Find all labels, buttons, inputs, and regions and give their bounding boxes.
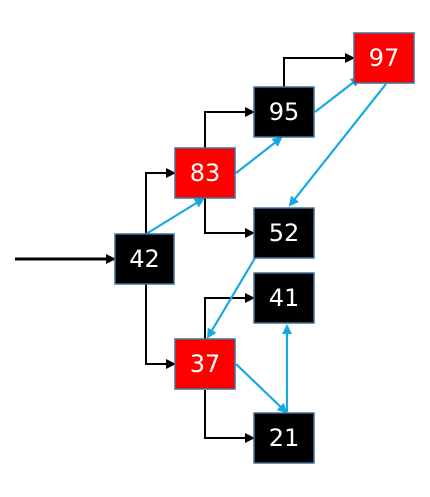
node-42: 42 [114, 233, 175, 285]
node-97-label: 97 [369, 44, 400, 72]
node-37-box [174, 338, 236, 390]
node-41-label: 41 [269, 284, 300, 312]
edge-37-41 [204, 293, 255, 340]
node-21-box [253, 412, 315, 464]
thread-42-83 [145, 197, 205, 235]
node-95: 95 [253, 86, 315, 138]
node-21: 21 [253, 412, 315, 464]
node-21-label: 21 [269, 424, 300, 452]
edge-37-21 [204, 390, 255, 443]
node-83-label: 83 [190, 159, 221, 187]
node-41-box [253, 272, 315, 324]
node-52-box [253, 207, 315, 259]
nodes: 42 83 95 97 52 41 37 21 [114, 32, 415, 464]
thread-83-95 [235, 136, 283, 174]
node-37-label: 37 [190, 350, 221, 378]
edge-95-97 [283, 53, 355, 87]
thread-97-52 [288, 83, 387, 207]
node-95-box [253, 86, 315, 138]
edge-83-95 [204, 107, 255, 148]
tree-edges [15, 53, 355, 443]
node-52-label: 52 [269, 219, 300, 247]
node-42-label: 42 [129, 245, 160, 273]
thread-37-21 [235, 363, 288, 414]
node-83-box [174, 147, 236, 199]
thread-52-37 [206, 257, 256, 339]
thread-edges [145, 76, 387, 414]
node-37: 37 [174, 338, 236, 390]
thread-95-97 [314, 76, 361, 113]
node-42-box [114, 233, 175, 285]
node-97-box [353, 32, 415, 84]
node-95-label: 95 [269, 98, 300, 126]
edge-42-37 [145, 284, 176, 369]
node-97: 97 [353, 32, 415, 84]
edge-42-83 [145, 168, 176, 234]
node-83: 83 [174, 147, 236, 199]
edge-83-52 [204, 198, 255, 238]
node-52: 52 [253, 207, 315, 259]
node-41: 41 [253, 272, 315, 324]
